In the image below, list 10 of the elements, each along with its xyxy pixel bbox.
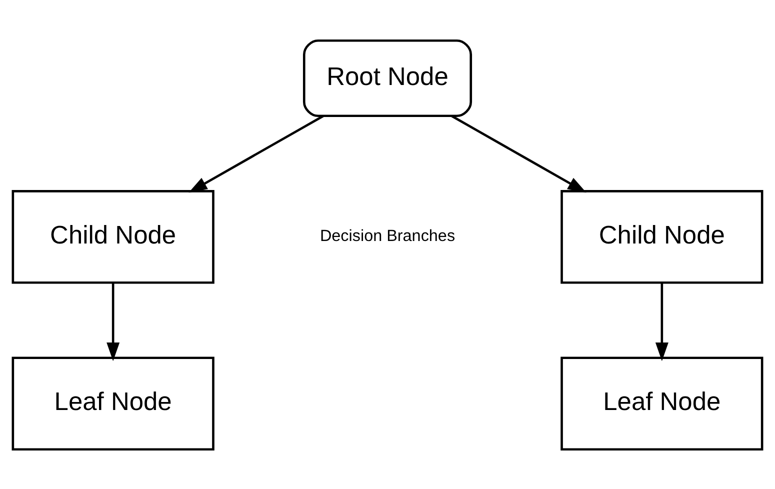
label: Decision Branches — [320, 226, 456, 245]
node-box: Leaf Node — [560, 356, 764, 450]
node-box: Child Node — [12, 190, 214, 284]
node-box: Root Node — [302, 38, 472, 117]
arrow — [451, 114, 586, 192]
arrow — [655, 282, 668, 361]
node-box: Child Node — [560, 190, 764, 284]
arrow — [188, 114, 324, 192]
node-box: Leaf Node — [12, 356, 214, 450]
arrow — [106, 282, 120, 361]
